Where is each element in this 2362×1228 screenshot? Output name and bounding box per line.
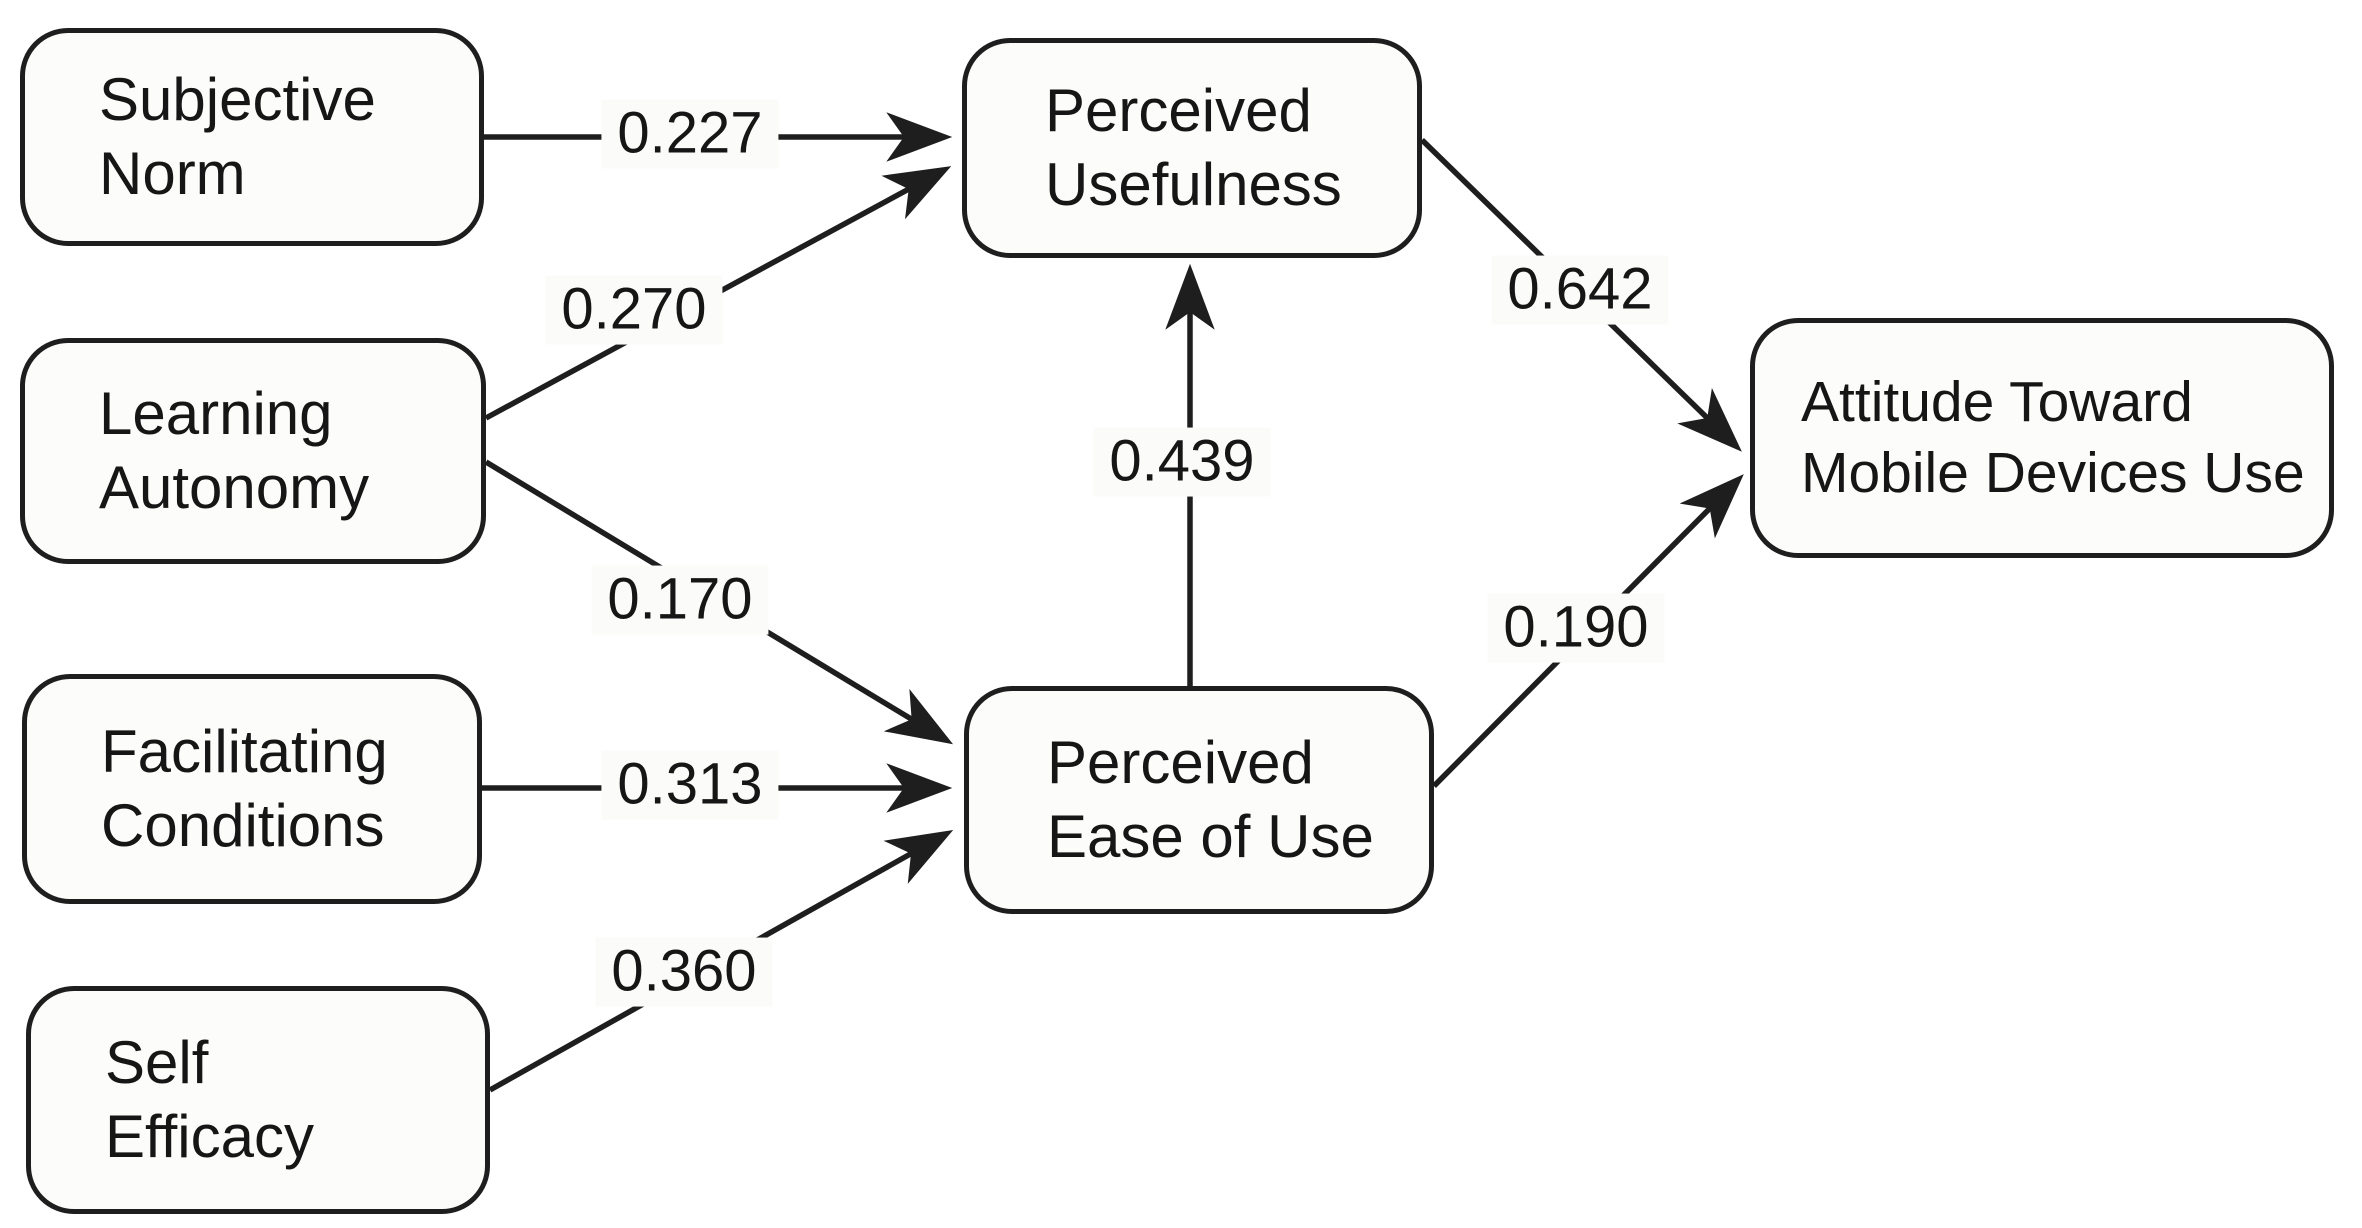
node-label-line: Perceived — [1045, 76, 1312, 144]
node-label-line: Efficacy — [105, 1103, 314, 1170]
node-label-line: Norm — [99, 140, 246, 207]
edge-coefficient-learning-autonomy-to-perceived-ease-of-use: 0.170 — [591, 565, 769, 635]
node-label-line: Facilitating — [101, 717, 388, 785]
node-label-line: Mobile Devices Use — [1801, 441, 2305, 505]
edge-coefficient-subjective-norm-to-perceived-usefulness: 0.227 — [601, 99, 779, 169]
node-label-line: Autonomy — [99, 454, 370, 521]
node-label-line: Subjective — [99, 65, 376, 133]
node-label-line: Usefulness — [1045, 151, 1342, 218]
node-label-line: Conditions — [101, 792, 385, 859]
node-label-line: Attitude Toward — [1801, 370, 2193, 435]
node-label-line: Perceived — [1047, 728, 1314, 796]
edge-coefficient-perceived-ease-of-use-to-attitude-mobile-devices: 0.190 — [1487, 593, 1665, 663]
edge-coefficient-self-efficacy-to-perceived-ease-of-use: 0.360 — [595, 937, 773, 1007]
edge-coefficient-facilitating-conditions-to-perceived-ease-of-use: 0.313 — [601, 750, 779, 820]
node-label-line: Self — [105, 1028, 209, 1096]
edge-coefficient-learning-autonomy-to-perceived-usefulness: 0.270 — [545, 275, 723, 345]
edge-coefficient-perceived-ease-of-use-to-perceived-usefulness: 0.439 — [1093, 427, 1271, 497]
node-label-line: Learning — [99, 379, 333, 447]
edge-coefficient-perceived-usefulness-to-attitude-mobile-devices: 0.642 — [1491, 255, 1669, 325]
node-label-line: Ease of Use — [1047, 803, 1374, 870]
